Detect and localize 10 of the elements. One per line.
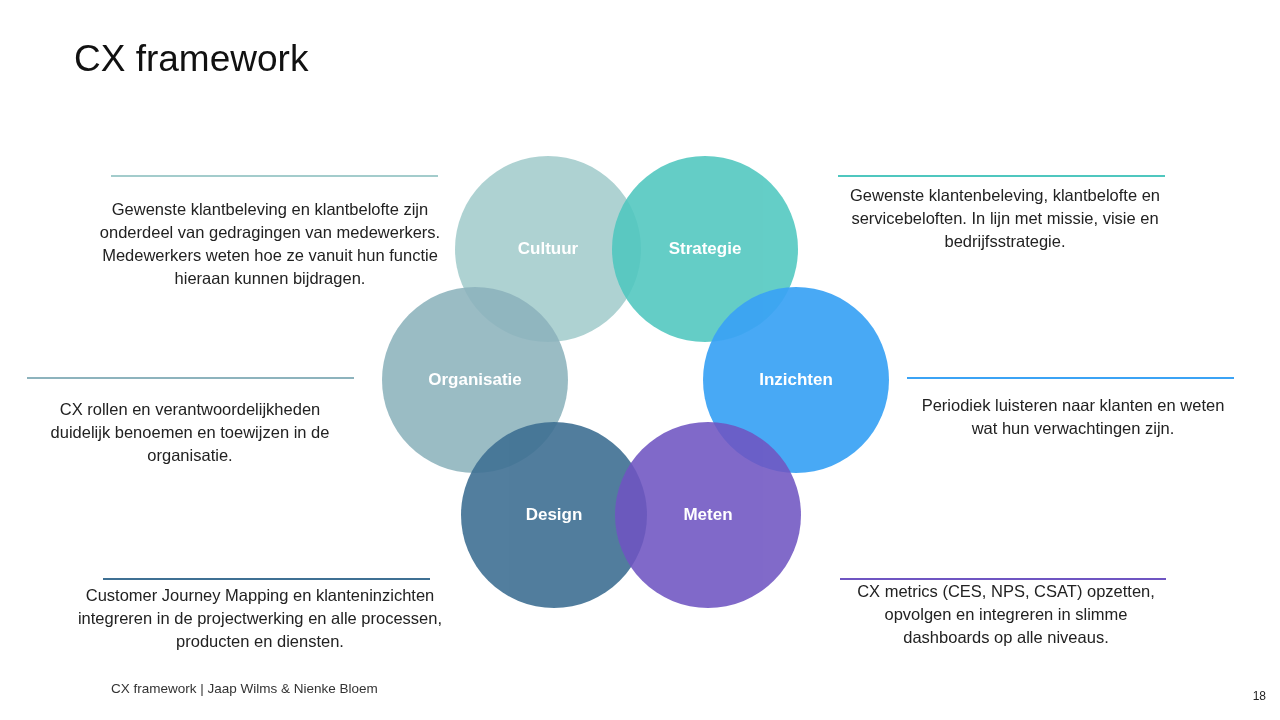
description-text: Customer Journey Mapping en klanteninzichten integreren in de projectwerking en alle processen, producten en diensten. [76, 585, 444, 652]
description-text: Gewenste klantbeleving en klantbelofte zijn onderdeel van gedragingen van medewerkers. Medewerkers weten hoe ze vanuit hun functie hieraan kunnen bijdragen. [98, 199, 442, 289]
footer-text: CX framework | Jaap Wilms & Nienke Bloem [111, 681, 378, 696]
slide-title: CX framework [74, 38, 309, 80]
page-number: 18 [1252, 689, 1266, 703]
description-text: CX metrics (CES, NPS, CSAT) opzetten, opvolgen en integreren in slimme dashboards op alle niveaus. [856, 581, 1156, 648]
circle-node: Meten [615, 422, 801, 608]
description-text: Gewenste klantenbeleving, klantbelofte en servicebeloften. In lijn met missie, visie en bedrijfsstrategie. [848, 185, 1161, 252]
description-text: Periodiek luisteren naar klanten en weten wat hun verwachtingen zijn. [920, 395, 1226, 439]
description-text: CX rollen en verantwoordelijkheden duidelijk benoemen en toewijzen in de organisatie. [49, 399, 331, 466]
